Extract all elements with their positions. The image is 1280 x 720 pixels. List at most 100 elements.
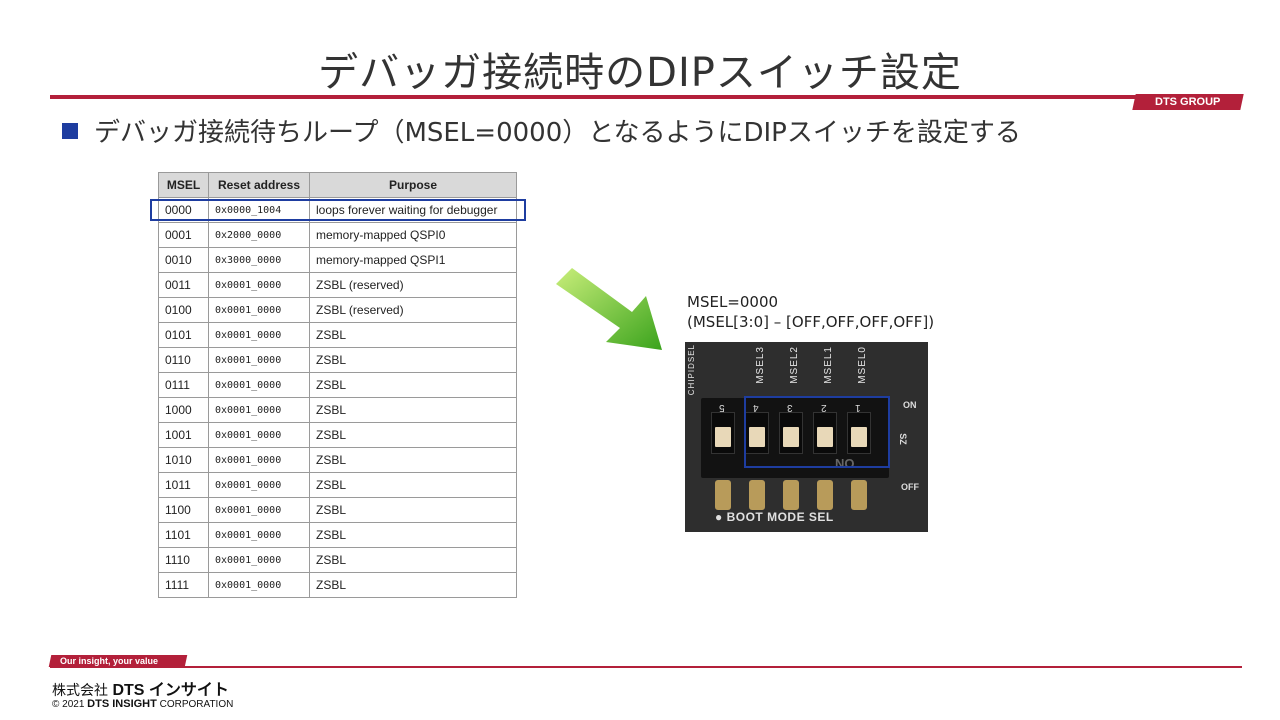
purpose-cell: ZSBL: [309, 497, 517, 523]
switch-slot-2: [813, 412, 837, 454]
msel-cell: 0111: [158, 372, 209, 398]
slide-title: デバッガ接続時のDIPスイッチ設定: [318, 50, 962, 96]
company-logo-text: DTS インサイト: [112, 682, 229, 699]
reset-address-cell: 0x0001_0000: [208, 297, 310, 323]
solder-pin: [749, 480, 765, 510]
reset-address-cell: 0x0001_0000: [208, 547, 310, 573]
reset-address-cell: 0x3000_0000: [208, 247, 310, 273]
dip-switch-body: 5 4 3 2 1: [701, 398, 889, 478]
bullet-square-icon: [62, 122, 78, 139]
selected-row-highlight: [150, 199, 526, 221]
reset-address-cell: 0x0001_0000: [208, 397, 310, 423]
switch-slot-1: [847, 412, 871, 454]
copyright-prefix: © 2021: [52, 699, 88, 710]
header-msel: MSEL: [158, 172, 209, 198]
solder-pin: [817, 480, 833, 510]
purpose-cell: ZSBL: [309, 547, 517, 573]
msel-cell: 1101: [158, 522, 209, 548]
switch-label-chipidsel: CHIPIDSEL: [687, 344, 696, 396]
copyright-brand: DTS INSIGHT: [87, 698, 157, 710]
switch-knob-5: [715, 427, 731, 447]
reset-address-cell: 0x0001_0000: [208, 497, 310, 523]
switch-slot-4: [745, 412, 769, 454]
reset-address-cell: 0x0001_0000: [208, 272, 310, 298]
msel-caption: MSEL=0000 (MSEL[3:0] – [OFF,OFF,OFF,OFF]…: [687, 292, 934, 332]
purpose-cell: ZSBL: [309, 322, 517, 348]
sz-label: SZ: [897, 433, 908, 445]
dip-switch-photo: CHIPIDSEL MSEL3 MSEL2 MSEL1 MSEL0 5 4 3 …: [685, 342, 928, 532]
msel-cell: 0010: [158, 247, 209, 273]
msel-cell: 1001: [158, 422, 209, 448]
green-arrow-icon: [556, 268, 662, 350]
bullet-row: デバッガ接続待ちループ（MSEL=0000）となるようにDIPスイッチを設定する: [62, 112, 1021, 149]
reset-address-cell: 0x0001_0000: [208, 322, 310, 348]
header-purpose: Purpose: [309, 172, 517, 198]
purpose-cell: loops forever waiting for debugger: [309, 197, 517, 223]
purpose-cell: ZSBL: [309, 472, 517, 498]
reset-address-cell: 0x0000_1004: [208, 197, 310, 223]
copyright: © 2021 DTS INSIGHT CORPORATION: [52, 698, 233, 710]
msel-cell: 1111: [158, 572, 209, 598]
switch-selection-box: [744, 396, 890, 468]
msel-cell: 0011: [158, 272, 209, 298]
company-name: 株式会社 DTS インサイト: [52, 676, 229, 700]
switch-label-msel0: MSEL0: [857, 346, 868, 384]
purpose-cell: memory-mapped QSPI0: [309, 222, 517, 248]
purpose-cell: memory-mapped QSPI1: [309, 247, 517, 273]
purpose-cell: ZSBL: [309, 522, 517, 548]
off-label: OFF: [901, 482, 919, 492]
purpose-cell: ZSBL: [309, 422, 517, 448]
msel-cell: 1110: [158, 547, 209, 573]
copyright-suffix: CORPORATION: [156, 699, 234, 710]
switch-slot-5: [711, 412, 735, 454]
purpose-cell: ZSBL: [309, 447, 517, 473]
purpose-cell: ZSBL: [309, 397, 517, 423]
reset-address-cell: 0x0001_0000: [208, 372, 310, 398]
msel-cell: 0101: [158, 322, 209, 348]
msel-cell: 1100: [158, 497, 209, 523]
msel-cell: 1011: [158, 472, 209, 498]
msel-cell: 0100: [158, 297, 209, 323]
purpose-cell: ZSBL (reserved): [309, 272, 517, 298]
switch-slot-3: [779, 412, 803, 454]
solder-pin: [783, 480, 799, 510]
on-label: ON: [903, 400, 917, 410]
table-header-row: MSEL Reset address Purpose: [158, 172, 517, 198]
reset-address-cell: 0x0001_0000: [208, 522, 310, 548]
solder-pin: [851, 480, 867, 510]
company-prefix: 株式会社: [52, 683, 113, 699]
purpose-cell: ZSBL: [309, 372, 517, 398]
msel-cell: 1000: [158, 397, 209, 423]
reset-address-cell: 0x0001_0000: [208, 472, 310, 498]
dts-group-tag-label: DTS GROUP: [1155, 96, 1221, 108]
switch-knob-2: [817, 427, 833, 447]
switch-label-msel2: MSEL2: [789, 346, 800, 384]
reset-address-cell: 0x0001_0000: [208, 447, 310, 473]
footer-line: [50, 666, 1242, 668]
switch-knob-3: [783, 427, 799, 447]
boot-mode-label: ● BOOT MODE SEL: [715, 510, 834, 524]
purpose-cell: ZSBL (reserved): [309, 297, 517, 323]
dts-group-tag: DTS GROUP: [1132, 94, 1244, 110]
reset-address-cell: 0x0001_0000: [208, 422, 310, 448]
msel-cell: 0110: [158, 347, 209, 373]
switch-label-msel1: MSEL1: [823, 346, 834, 384]
reset-address-cell: 0x2000_0000: [208, 222, 310, 248]
reset-address-cell: 0x0001_0000: [208, 572, 310, 598]
solder-pin: [715, 480, 731, 510]
msel-cell: 0001: [158, 222, 209, 248]
